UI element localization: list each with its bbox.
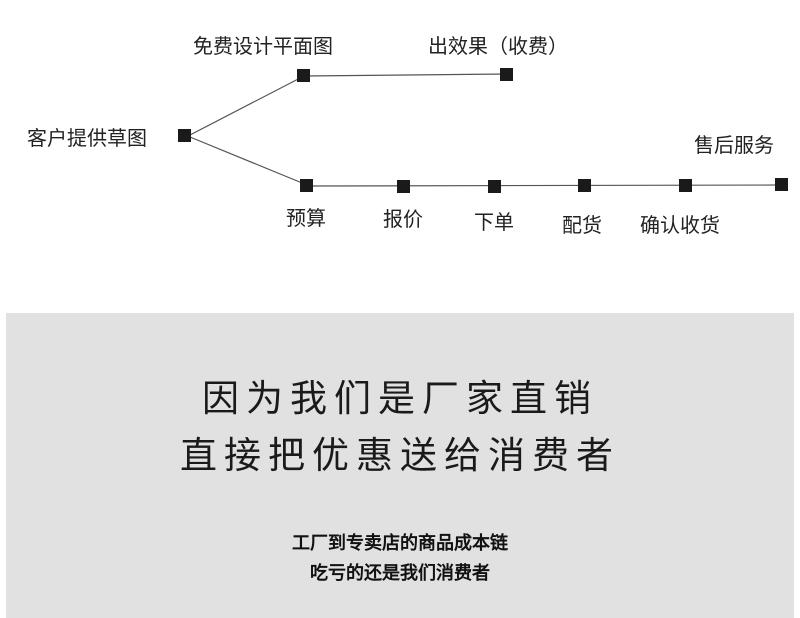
- label-start: 客户提供草图: [27, 126, 147, 150]
- label-order: 下单: [474, 210, 514, 234]
- label-free-design: 免费设计平面图: [193, 34, 333, 58]
- label-confirm: 确认收货: [640, 213, 720, 237]
- process-flow-diagram: 客户提供草图 免费设计平面图 出效果（收费） 预算 报价 下单 配货 确认收货 …: [0, 0, 800, 290]
- headline-line-1: 因为我们是厂家直销: [202, 377, 598, 420]
- node-after-sales: [775, 178, 788, 191]
- label-budget: 预算: [286, 206, 326, 230]
- subtext-line-1: 工厂到专卖店的商品成本链: [292, 533, 508, 554]
- connector-lower-track: [306, 184, 783, 187]
- node-free-design: [297, 69, 310, 82]
- node-budget: [300, 179, 313, 192]
- node-order: [488, 180, 501, 193]
- label-allocate: 配货: [562, 213, 602, 237]
- node-quote: [397, 180, 410, 193]
- connector-design-to-render: [303, 73, 508, 77]
- node-render: [500, 68, 513, 81]
- node-confirm: [679, 179, 692, 192]
- subtext-line-2: 吃亏的还是我们消费者: [310, 563, 490, 584]
- flow-connectors: [178, 68, 788, 193]
- node-allocate: [578, 179, 591, 192]
- label-render: 出效果（收费）: [428, 34, 568, 58]
- connector-start-to-design: [189, 75, 305, 136]
- label-quote: 报价: [383, 207, 423, 231]
- promo-banner: 因为我们是厂家直销 直接把优惠送给消费者 工厂到专卖店的商品成本链 吃亏的还是我…: [6, 313, 794, 618]
- connector-start-to-budget: [189, 136, 308, 186]
- node-start: [178, 129, 191, 142]
- headline-line-2: 直接把优惠送给消费者: [180, 434, 620, 477]
- label-after-sales: 售后服务: [694, 133, 774, 157]
